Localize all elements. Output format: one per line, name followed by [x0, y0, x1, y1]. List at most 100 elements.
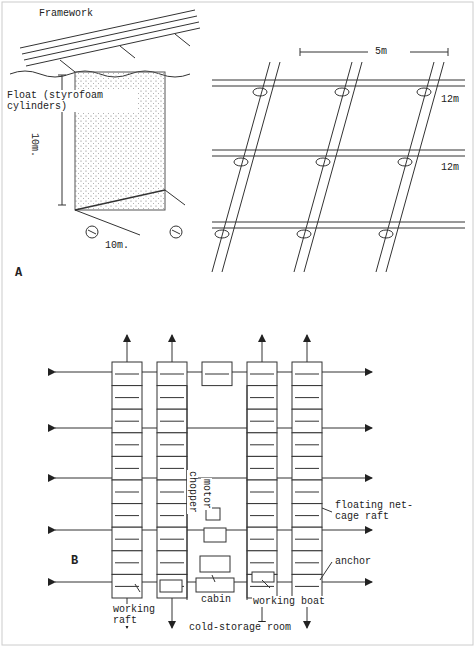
raft-framework — [212, 48, 465, 272]
callout-label: Framework — [38, 8, 94, 19]
anchor-line — [250, 421, 274, 422]
net-cage-cell — [157, 504, 187, 528]
anchor-line — [115, 539, 139, 540]
net-cage-cell — [112, 362, 142, 386]
callout-label: Float (styrofoam cylinders) — [6, 90, 138, 112]
anchor-line — [250, 397, 274, 398]
callout-label: working boat — [252, 596, 326, 607]
anchor-line — [307, 335, 308, 362]
net-cage-cell — [157, 433, 187, 457]
anchor-line — [205, 374, 229, 375]
dimension: 10m. — [104, 240, 130, 251]
anchor-line — [160, 374, 184, 375]
anchor-line — [295, 539, 319, 540]
net-cage-cell — [204, 528, 226, 542]
net-cage-cell — [292, 551, 322, 575]
anchor-line — [295, 374, 319, 375]
net-cage-cell — [112, 456, 142, 480]
anchor-line — [160, 397, 184, 398]
anchor-line — [115, 421, 139, 422]
raft-layout — [55, 335, 372, 628]
anchor-line — [127, 335, 128, 362]
anchor-line — [115, 586, 139, 587]
anchor-line — [160, 539, 184, 540]
anchor-line — [160, 421, 184, 422]
anchor-line — [55, 428, 372, 429]
anchor-line — [250, 562, 274, 563]
net-cage-cell — [112, 433, 142, 457]
anchor-line — [55, 478, 372, 479]
anchor-line — [250, 586, 274, 587]
anchor-line — [250, 492, 274, 493]
leader-lines — [135, 508, 332, 592]
net-cage-cell — [247, 409, 277, 433]
net-cage-cell — [112, 480, 142, 504]
anchor-line — [115, 374, 139, 375]
anchor-line — [295, 515, 319, 516]
net-cage-cell — [112, 504, 142, 528]
anchor-line — [115, 515, 139, 516]
callout-label: working raft — [112, 604, 166, 626]
callout-label: floating net-cage raft — [334, 500, 424, 522]
anchor-line — [262, 335, 263, 362]
anchor-line — [160, 444, 184, 445]
anchor-line — [295, 586, 319, 587]
net-cage-cell — [292, 480, 322, 504]
anchor-line — [115, 397, 139, 398]
anchor-line — [247, 386, 248, 600]
net-cage-cell — [292, 504, 322, 528]
anchor-line — [295, 421, 319, 422]
net-cage-cell — [247, 527, 277, 551]
net-cage-cell — [247, 433, 277, 457]
callout-label: chopper — [187, 470, 198, 514]
panel-letter: A — [14, 268, 23, 279]
callout-label: cold-storage room — [188, 622, 292, 633]
net-cage-cell — [247, 362, 277, 386]
net-cage-cell — [292, 409, 322, 433]
callout-label: anchor — [334, 556, 372, 567]
net-cage-cell — [112, 574, 142, 598]
anchor-line — [160, 492, 184, 493]
net-cage-cell — [247, 504, 277, 528]
anchor-line — [295, 444, 319, 445]
net-cage-cell — [157, 551, 187, 575]
net-cage-cell — [292, 527, 322, 551]
anchor-line — [295, 397, 319, 398]
net-cage-cell — [112, 386, 142, 410]
dimension: 10m. — [29, 132, 40, 158]
anchor-line — [295, 468, 319, 469]
net-cage-cell — [292, 362, 322, 386]
callout-label: motor — [201, 478, 212, 510]
net-cage-cell — [112, 527, 142, 551]
anchor-line — [160, 515, 184, 516]
net-cage-cell — [200, 556, 230, 572]
net-cage-cell — [247, 386, 277, 410]
net-cage-cell — [292, 386, 322, 410]
net-cage-cell — [292, 433, 322, 457]
net-cage-cell — [157, 386, 187, 410]
anchor-line — [172, 598, 173, 628]
panel-letter: B — [70, 556, 79, 567]
net-cage-cell — [157, 409, 187, 433]
anchor-line — [115, 492, 139, 493]
net-cage-cell — [157, 574, 187, 598]
anchor-line — [250, 444, 274, 445]
net-cage-cell — [292, 574, 322, 598]
net-cage-cell — [247, 480, 277, 504]
anchor-line — [250, 468, 274, 469]
callout-label: cabin — [200, 594, 232, 605]
anchor-line — [172, 335, 173, 362]
net-cage-cell — [157, 527, 187, 551]
net-cage-cell — [160, 580, 182, 592]
dimension: 12m — [440, 162, 460, 173]
anchor-line — [115, 468, 139, 469]
dimension: 5m — [374, 46, 388, 57]
anchor-line — [160, 468, 184, 469]
anchor-line — [160, 562, 184, 563]
net-cage-cell — [292, 456, 322, 480]
net-cage-cell — [247, 551, 277, 575]
net-cage-cell — [112, 551, 142, 575]
anchor-line — [115, 444, 139, 445]
anchor-line — [295, 492, 319, 493]
anchor-line — [115, 562, 139, 563]
